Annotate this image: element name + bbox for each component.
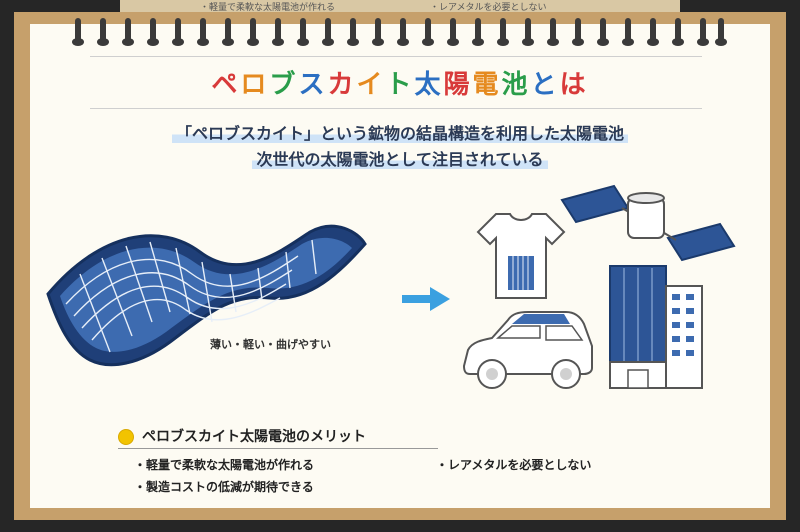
title-char: 池: [501, 70, 531, 100]
merits-heading: ペロブスカイト太陽電池のメリット: [118, 426, 438, 449]
title-char: ト: [385, 70, 415, 100]
title-char: カ: [327, 70, 357, 100]
binder-ring: [297, 18, 309, 46]
subtitle-text-2: 次世代の太陽電池として注目されている: [252, 150, 548, 169]
binder-ring: [547, 18, 559, 46]
binder-ring: [672, 18, 684, 46]
binder-ring: [497, 18, 509, 46]
buildings-illustration: [609, 265, 703, 389]
merit-item-1: ・軽量で柔軟な太陽電池が作れる: [134, 458, 315, 472]
binder-ring: [647, 18, 659, 46]
subtitle-line-2: 次世代の太陽電池として注目されている: [0, 146, 800, 170]
binder-ring: [447, 18, 459, 46]
binder-ring: [522, 18, 534, 46]
title-char: 電: [472, 70, 502, 100]
strip-text-right: ・レアメタルを必要としない: [430, 3, 547, 13]
binder-ring: [122, 18, 134, 46]
binder-ring: [322, 18, 334, 46]
arrow-right-icon: [402, 287, 450, 311]
binder-rings: [72, 18, 727, 48]
satellite-illustration: [560, 184, 736, 262]
tshirt-illustration: [476, 213, 566, 299]
binder-ring: [622, 18, 634, 46]
binder-ring: [247, 18, 259, 46]
merit-item-3: ・製造コストの低減が期待できる: [134, 480, 314, 494]
merit-item-2: ・レアメタルを必要としない: [436, 458, 592, 472]
strip-text-left: ・軽量で柔軟な太陽電池が作れる: [200, 3, 336, 13]
title-char: イ: [356, 70, 386, 100]
title-char: 太: [414, 70, 444, 100]
title-char: ス: [298, 70, 328, 100]
binder-ring: [697, 18, 709, 46]
binder-ring: [572, 18, 584, 46]
merits-title: ペロブスカイト太陽電池のメリット: [142, 429, 366, 445]
subtitle-line-1: 「ペロブスカイト」という鉱物の結晶構造を利用した太陽電池: [0, 120, 800, 144]
panel-caption: 薄い・軽い・曲げやすい: [210, 338, 331, 351]
car-illustration: [462, 311, 593, 389]
binder-ring: [397, 18, 409, 46]
binder-ring: [197, 18, 209, 46]
smiley-icon: [118, 429, 134, 445]
title-char: は: [559, 70, 589, 100]
title-char: と: [530, 70, 560, 100]
binder-ring: [72, 18, 84, 46]
flexible-solar-panel-illustration: [46, 224, 367, 367]
title-rule-top: [90, 56, 702, 57]
binder-ring: [372, 18, 384, 46]
title-char: 陽: [443, 70, 473, 100]
binder-ring: [715, 18, 727, 46]
title-rule-bottom: [90, 108, 702, 109]
binder-ring: [272, 18, 284, 46]
binder-ring: [222, 18, 234, 46]
binder-ring: [472, 18, 484, 46]
page-title: ペロブスカイト太陽電池とは: [0, 64, 800, 101]
title-char: ペ: [211, 70, 241, 100]
title-char: ブ: [269, 70, 299, 100]
binder-ring: [172, 18, 184, 46]
subtitle-text-1: 「ペロブスカイト」という鉱物の結晶構造を利用した太陽電池: [171, 124, 628, 143]
binder-ring: [97, 18, 109, 46]
binder-ring: [422, 18, 434, 46]
binder-ring: [147, 18, 159, 46]
binder-ring: [347, 18, 359, 46]
title-char: ロ: [240, 70, 270, 100]
binder-ring: [597, 18, 609, 46]
